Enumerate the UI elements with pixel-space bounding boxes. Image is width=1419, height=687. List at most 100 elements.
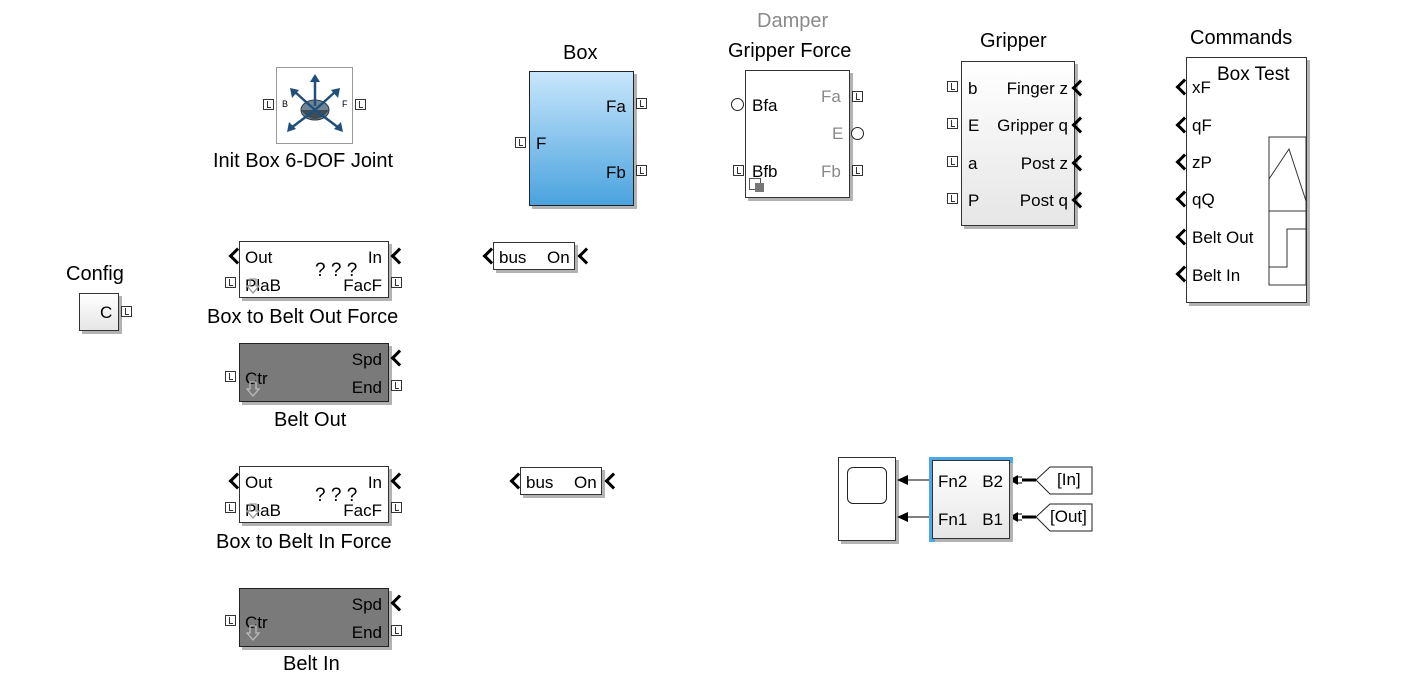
box-to-belt-in-block[interactable]: Out In ? ? ? PlaB FacF bbox=[239, 466, 389, 523]
gripper-in-a: a bbox=[968, 154, 978, 173]
scope-screen-icon bbox=[847, 467, 887, 504]
commands-title: Commands bbox=[1190, 27, 1293, 49]
btbo-facf-label: FacF bbox=[343, 276, 382, 295]
damper-port-fb: Fb bbox=[821, 162, 841, 181]
box-to-belt-out-block[interactable]: Out In ? ? ? PlaB FacF bbox=[239, 241, 389, 298]
box-to-belt-out-label: Box to Belt Out Force bbox=[207, 306, 399, 328]
damper-port-bfa-icon[interactable] bbox=[731, 98, 744, 111]
belt-in-block[interactable]: Ctr Spd End bbox=[239, 588, 389, 647]
config-block[interactable]: C bbox=[79, 293, 119, 331]
commands-subtitle: Box Test bbox=[1217, 64, 1290, 85]
belt-out-spd-icon[interactable] bbox=[390, 349, 408, 367]
btbi-down-arrow-icon bbox=[245, 503, 261, 519]
damper-port-bfa: Bfa bbox=[752, 96, 778, 115]
selector-b1-label: B1 bbox=[982, 510, 1003, 529]
btbo-plab-icon[interactable] bbox=[225, 277, 236, 288]
box-port-fb-icon[interactable] bbox=[636, 165, 647, 176]
bus2-in-icon[interactable] bbox=[604, 472, 622, 490]
gripper-out-gripper-q: Gripper q bbox=[997, 116, 1068, 135]
damper-port-e: E bbox=[832, 124, 844, 143]
damper-title: Gripper Force bbox=[728, 40, 852, 62]
joint-block[interactable]: B F bbox=[276, 67, 353, 144]
commands-out-qq: qQ bbox=[1192, 190, 1215, 209]
damper-port-e-icon[interactable] bbox=[851, 127, 864, 140]
gripper-in-e-icon[interactable] bbox=[947, 118, 958, 129]
bus1-left-label: bus bbox=[499, 248, 527, 267]
btbo-in-label: In bbox=[367, 248, 382, 267]
commands-out-qf: qF bbox=[1192, 116, 1212, 135]
box-port-fa: Fa bbox=[606, 97, 626, 116]
gripper-in-b-icon[interactable] bbox=[947, 81, 958, 92]
belt-out-down-arrow-icon bbox=[245, 381, 261, 397]
belt-out-block[interactable]: Ctr Spd End bbox=[239, 343, 389, 402]
config-label: Config bbox=[66, 263, 124, 285]
joint-port-f: F bbox=[342, 99, 348, 109]
config-port-icon[interactable] bbox=[121, 306, 132, 317]
btbi-out-label: Out bbox=[245, 473, 273, 492]
joint-label: Init Box 6-DOF Joint bbox=[213, 150, 394, 172]
commands-block[interactable]: Box Test xF qF zP qQ Belt Out Belt In bbox=[1186, 57, 1307, 303]
btbo-in-icon[interactable] bbox=[390, 247, 408, 265]
six-dof-joint-icon bbox=[287, 74, 343, 132]
bus-block-1[interactable]: bus On bbox=[493, 242, 575, 270]
box-port-f-icon[interactable] bbox=[515, 137, 526, 148]
gripper-in-b: b bbox=[968, 79, 978, 98]
goto-out-tag[interactable] bbox=[1035, 503, 1094, 533]
btbi-in-icon[interactable] bbox=[390, 472, 408, 490]
belt-out-ctr-icon[interactable] bbox=[225, 371, 236, 382]
belt-in-label: Belt In bbox=[283, 653, 340, 675]
gripper-in-a-icon[interactable] bbox=[947, 156, 958, 167]
bus2-left-label: bus bbox=[526, 473, 554, 492]
bus1-right-label: On bbox=[547, 248, 570, 267]
bus-block-2[interactable]: bus On bbox=[520, 467, 602, 495]
belt-in-end-label: End bbox=[351, 623, 382, 642]
goto-in-label: [In] bbox=[1057, 470, 1081, 489]
belt-out-ctr-label: Ctr bbox=[245, 369, 268, 388]
gripper-out-finger-z: Finger z bbox=[1006, 79, 1068, 98]
selector-fn1-label: Fn1 bbox=[938, 510, 968, 529]
bus1-in-icon[interactable] bbox=[577, 247, 595, 265]
box-port-f: F bbox=[536, 134, 547, 153]
box-port-fb: Fb bbox=[606, 163, 626, 182]
damper-port-fa-icon[interactable] bbox=[852, 91, 863, 102]
belt-out-end-icon[interactable] bbox=[391, 380, 402, 391]
box-block[interactable]: F Fa Fb bbox=[529, 71, 634, 206]
box-port-fa-icon[interactable] bbox=[636, 98, 647, 109]
damper-block[interactable]: Bfa Bfb Fa E Fb bbox=[745, 70, 850, 198]
belt-in-ctr-icon[interactable] bbox=[225, 615, 236, 626]
box-to-belt-in-label: Box to Belt In Force bbox=[216, 531, 392, 553]
box-title: Box bbox=[563, 42, 598, 64]
damper-port-fb-icon[interactable] bbox=[852, 165, 863, 176]
joint-port-b-icon[interactable] bbox=[263, 99, 274, 110]
goto-out-label: [Out] bbox=[1050, 507, 1087, 526]
belt-in-down-arrow-icon bbox=[245, 625, 261, 641]
damper-port-bfb-icon[interactable] bbox=[733, 165, 744, 176]
gripper-in-p-icon[interactable] bbox=[947, 193, 958, 204]
damper-title-top: Damper bbox=[757, 10, 829, 32]
belt-in-end-icon[interactable] bbox=[391, 625, 402, 636]
btbi-facf-icon[interactable] bbox=[391, 502, 402, 513]
selector-fn2-label: Fn2 bbox=[938, 472, 968, 491]
gripper-in-p: P bbox=[968, 191, 980, 210]
btbo-down-arrow-icon bbox=[245, 278, 261, 294]
scope-block[interactable] bbox=[838, 457, 896, 541]
joint-port-f-icon[interactable] bbox=[355, 99, 366, 110]
btbi-center: ? ? ? bbox=[315, 485, 358, 506]
btbi-plab-icon[interactable] bbox=[225, 502, 236, 513]
bus2-right-label: On bbox=[574, 473, 597, 492]
belt-in-spd-label: Spd bbox=[351, 595, 382, 614]
belt-in-spd-icon[interactable] bbox=[390, 594, 408, 612]
commands-out-xf: xF bbox=[1192, 78, 1211, 97]
config-port-label: C bbox=[100, 303, 113, 322]
damper-port-fa: Fa bbox=[821, 87, 841, 106]
gripper-out-post-q: Post q bbox=[1019, 191, 1068, 210]
btbo-facf-icon[interactable] bbox=[391, 277, 402, 288]
commands-out-belt-out: Belt Out bbox=[1192, 228, 1254, 247]
belt-out-end-label: End bbox=[351, 378, 382, 397]
btbi-plab-label: PlaB bbox=[245, 501, 281, 520]
gripper-block[interactable]: b E a P Finger z Gripper q Post z Post q bbox=[961, 61, 1075, 226]
selector-block[interactable]: Fn2 B2 Fn1 B1 bbox=[932, 460, 1010, 539]
commands-out-belt-in: Belt In bbox=[1192, 266, 1241, 285]
btbo-center: ? ? ? bbox=[315, 260, 358, 281]
goto-in-tag[interactable] bbox=[1035, 466, 1094, 496]
